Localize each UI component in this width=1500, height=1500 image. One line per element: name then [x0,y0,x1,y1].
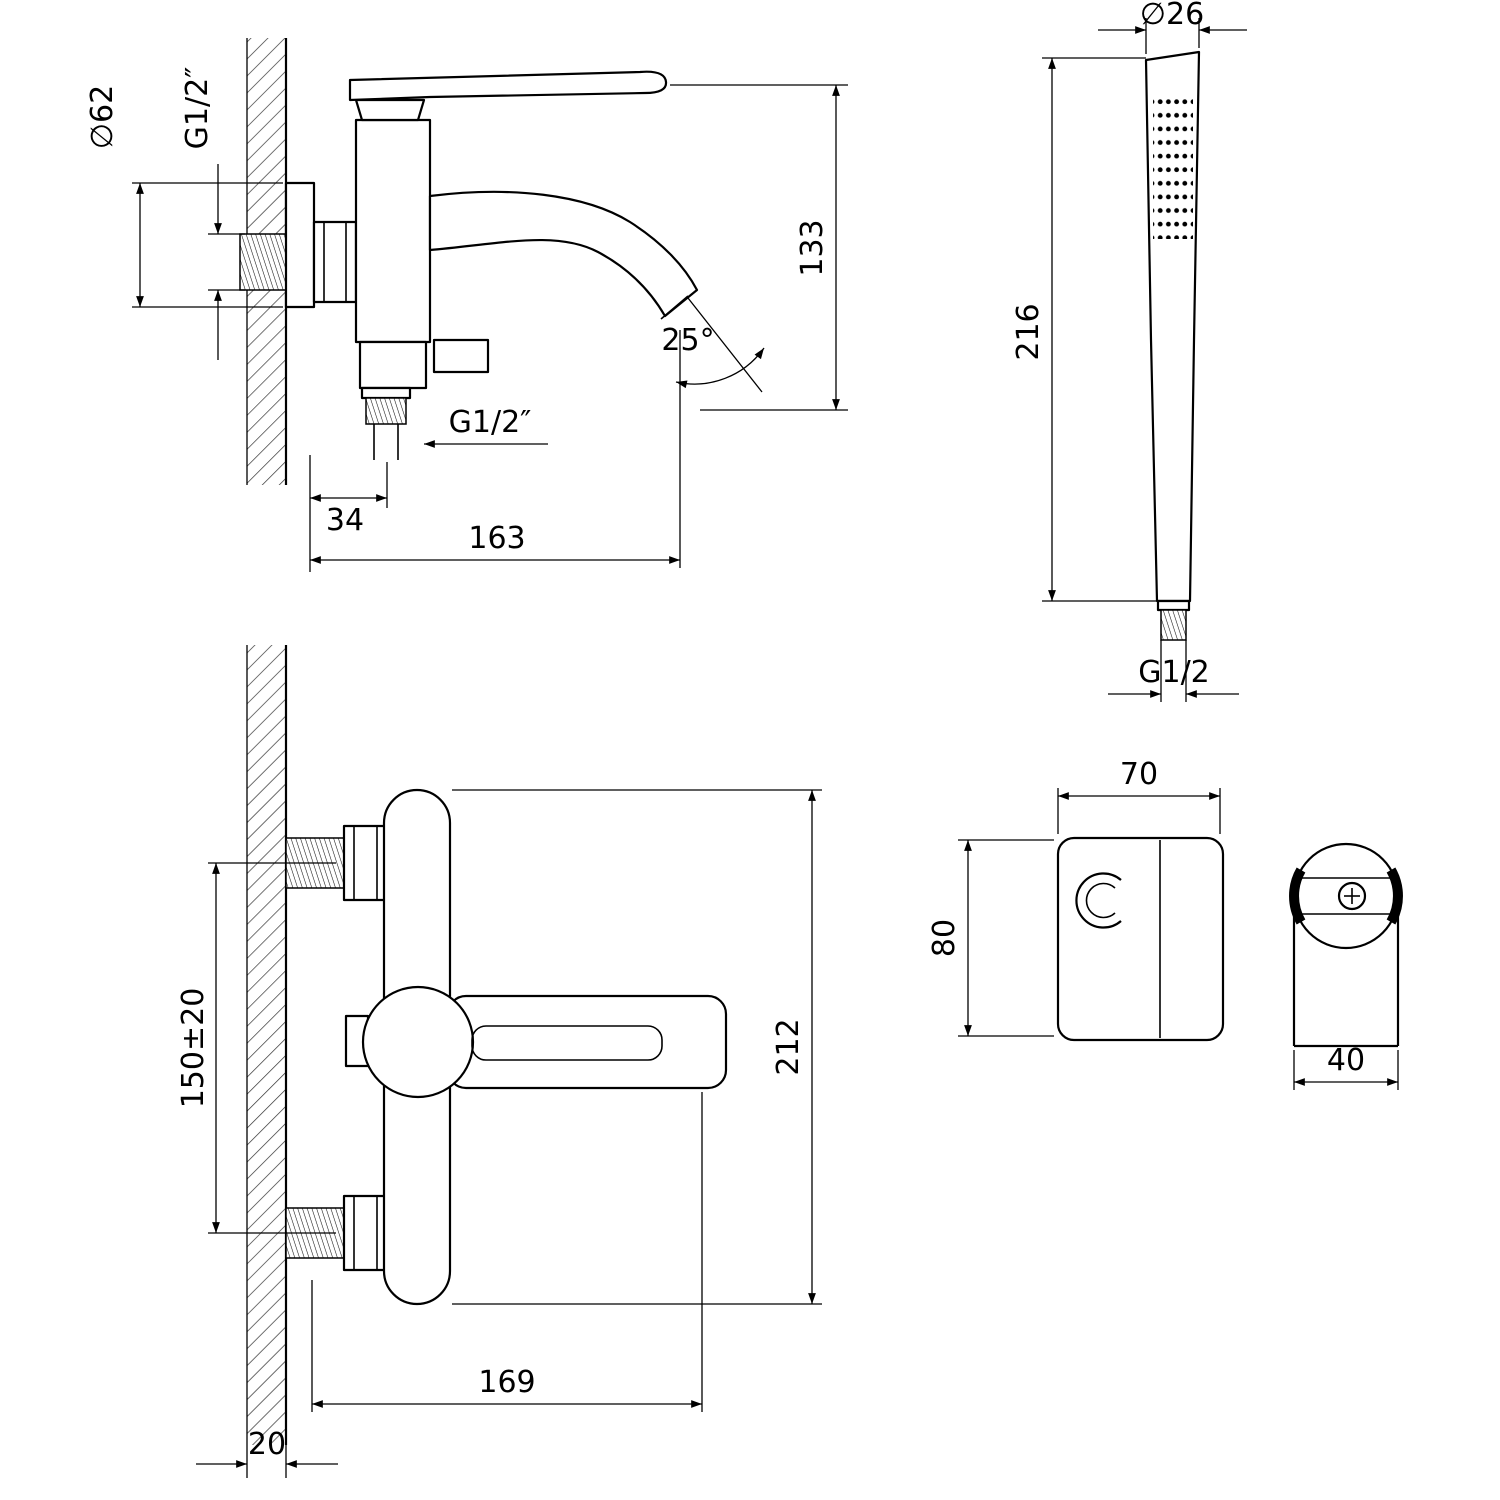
diverter-knob [432,338,490,374]
spout-angle-label: 25° [661,323,714,358]
head-diameter-label: ∅26 [1140,0,1204,32]
spout-reach-label: 163 [468,521,525,556]
holder-depth-label: 40 [1327,1043,1365,1078]
outlet-offset-label: 34 [326,503,364,538]
inlet-thread-stub [239,233,289,291]
dim-shower-thread: G1/2 [1108,640,1239,702]
mixer-front-view: 150±20 212 169 20 [176,645,822,1478]
lower-inlet-nut [342,1194,390,1272]
outlet-step [360,386,412,400]
spout [428,190,699,318]
holder-width-label: 70 [1120,757,1158,792]
dim-body-width: 169 [311,1092,703,1412]
holder-views: 70 80 40 [927,757,1403,1090]
spray-face [1153,93,1193,239]
wall-thickness-label: 20 [248,1427,286,1462]
wall-hatch-front [247,645,286,1445]
inlet-thread-label: G1/2″ [180,67,215,150]
shower-length-label: 216 [1011,303,1046,360]
handle-slot [471,1025,663,1061]
shower-step [1156,599,1191,612]
holder-hook-outer [1075,872,1122,929]
clamp-segment-left [1289,867,1306,925]
clamp-segment-right [1386,867,1403,925]
dim-head-diameter: ∅26 [1098,0,1247,54]
holder-hook-inner [1085,882,1116,919]
flange-diameter-label: ∅62 [85,85,120,149]
body-height-label: 212 [771,1018,806,1075]
dim-outlet-offset: 34 [309,455,388,572]
mixer-body [354,118,432,344]
spout-height-label: 133 [795,219,830,276]
holder-side-body [1056,836,1225,1042]
handle-bar [446,994,728,1090]
shower-thread [1160,609,1187,641]
dim-spout-angle: 25° [661,297,765,393]
dim-body-height: 212 [452,789,822,1305]
outlet-thread-label: G1/2″ [449,405,532,440]
dim-flange-diameter: ∅62 [85,85,283,308]
body-width-label: 169 [478,1365,535,1400]
lever-handle [348,70,668,102]
dim-shower-length: 216 [1011,57,1157,602]
handle-boss [361,985,475,1099]
cartridge-cap [354,98,426,122]
dim-holder-width: 70 [1057,757,1221,834]
dim-inlet-thread: G1/2″ [180,67,245,360]
dim-inlet-spacing: 150±20 [176,862,336,1234]
dim-spout-reach: 163 [310,330,681,568]
shower-thread-label: G1/2 [1138,655,1210,690]
holder-height-label: 80 [927,919,962,957]
inlet-spacing-label: 150±20 [176,988,211,1109]
dim-wall-thickness: 20 [196,1427,338,1478]
hand-shower-view: ∅26 216 G1/2 [1011,0,1247,702]
wall-flange [284,181,316,309]
holder-front-body [1289,842,1403,1048]
outlet-thread-nipple [365,397,407,425]
mixer-side-view: ∅62 G1/2″ 133 25° G1/2″ [85,38,848,572]
dim-outlet-thread: G1/2″ [424,405,548,448]
hex-nut [312,220,358,304]
dim-holder-height: 80 [927,839,1054,1037]
lower-body [358,340,428,390]
dim-holder-depth: 40 [1293,1043,1399,1090]
upper-inlet-nut [342,824,390,902]
dim-spout-height: 133 [670,84,848,411]
